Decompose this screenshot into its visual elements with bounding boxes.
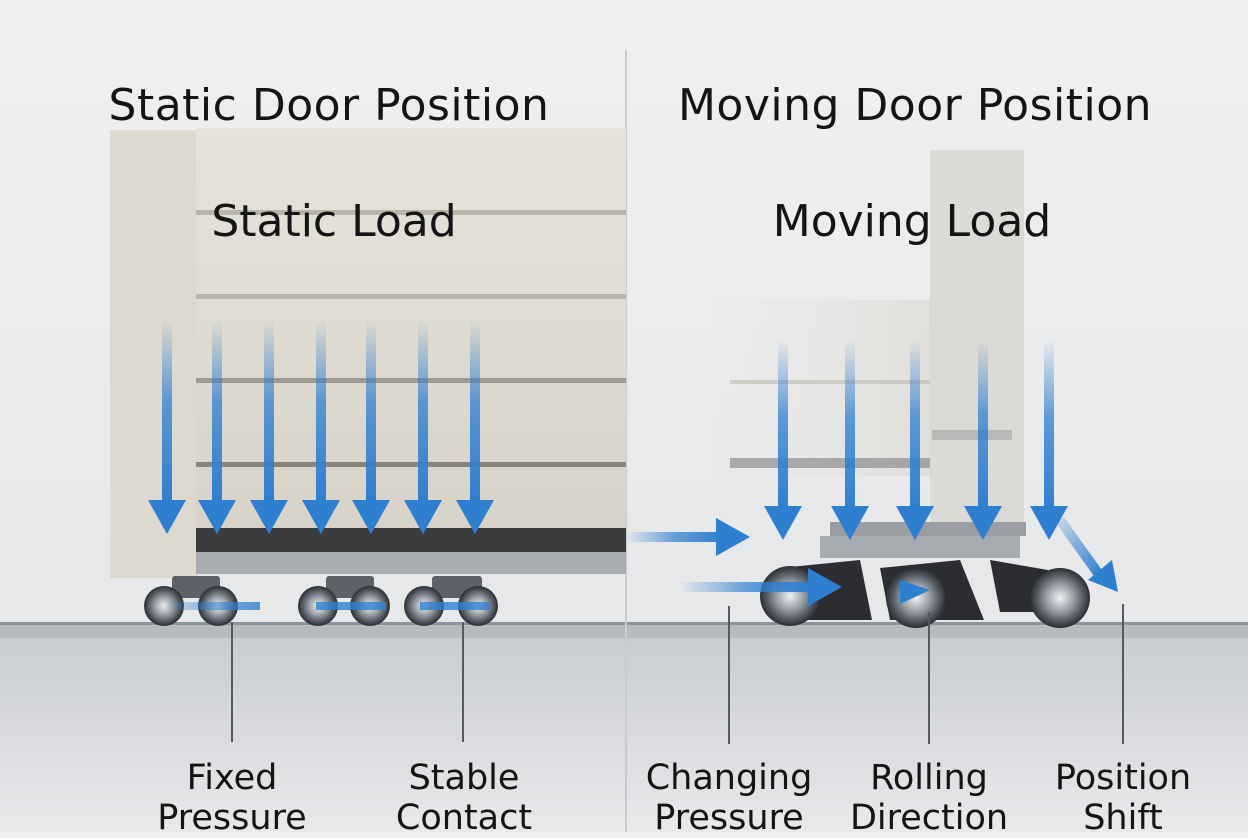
rolling-direction-label: Rolling Direction [846,758,1012,838]
static-load-arrow [456,320,494,534]
static-door-groove-1 [196,210,626,215]
stable-contact-text: Stable Contact [395,758,533,838]
static-load-arrow [302,320,340,534]
moving-load-arrow [964,340,1002,540]
static-door-panel [196,128,626,548]
shift-arrow [1055,517,1118,592]
static-door-groove-4 [196,462,626,467]
static-roller-3 [404,576,498,626]
static-door-track [196,552,626,574]
moving-door-blur-panel [712,300,932,476]
static-roller-1 [144,576,238,626]
rolling-direction-text: Rolling Direction [849,758,1009,838]
moving-load-label: Moving Load [772,196,1052,247]
moving-door-frame [930,150,1024,522]
static-load-label: Static Load [211,196,457,247]
static-load-arrow [352,320,390,534]
moving-door [712,150,1026,536]
static-title: Static Door Position [108,80,550,131]
fixed-pressure-text: Fixed Pressure [157,758,307,838]
rolling-arrow [900,580,930,604]
static-door-stile [110,130,198,578]
moving-door-frame-rail [932,430,1012,440]
moving-load-arrow [764,340,802,540]
changing-pressure-label: Changing Pressure [634,758,824,838]
floor [0,636,1248,832]
moving-load-arrow [896,340,934,540]
moving-load-arrow [831,340,869,540]
static-load-arrows [148,320,494,534]
position-shift-text: Position Shift [1054,758,1192,838]
fixed-pressure-label: Fixed Pressure [142,758,322,838]
floor-rail-edge [0,622,1248,625]
stable-contact-label: Stable Contact [384,758,544,838]
static-roller-2 [298,576,390,626]
static-door-groove-2 [196,294,626,299]
moving-wheel-2 [886,568,946,628]
static-load-arrow [250,320,288,534]
static-load-arrow [148,320,186,534]
static-door-groove-3 [196,378,626,383]
moving-door-carriage [830,522,1026,536]
moving-wheel-1 [760,566,820,626]
static-contact-arrows [160,602,490,610]
moving-door-blur-channel [730,458,930,468]
static-load-arrow [404,320,442,534]
floor-rail [0,624,1248,638]
motion-arrow-upper [626,518,750,556]
static-door-bottom-channel [196,528,626,552]
moving-load-arrows [764,340,1068,540]
moving-wheel-3 [1030,568,1090,628]
moving-title: Moving Door Position [677,80,1153,131]
changing-pressure-text: Changing Pressure [645,758,813,838]
moving-load-arrow [1030,340,1068,540]
motion-arrow-lower [680,568,842,606]
static-load-arrow [198,320,236,534]
position-shift-label: Position Shift [1046,758,1200,838]
moving-motion-arrows [626,517,1118,606]
moving-door-blur-groove [730,380,930,384]
moving-roller-assembly [760,536,1090,628]
